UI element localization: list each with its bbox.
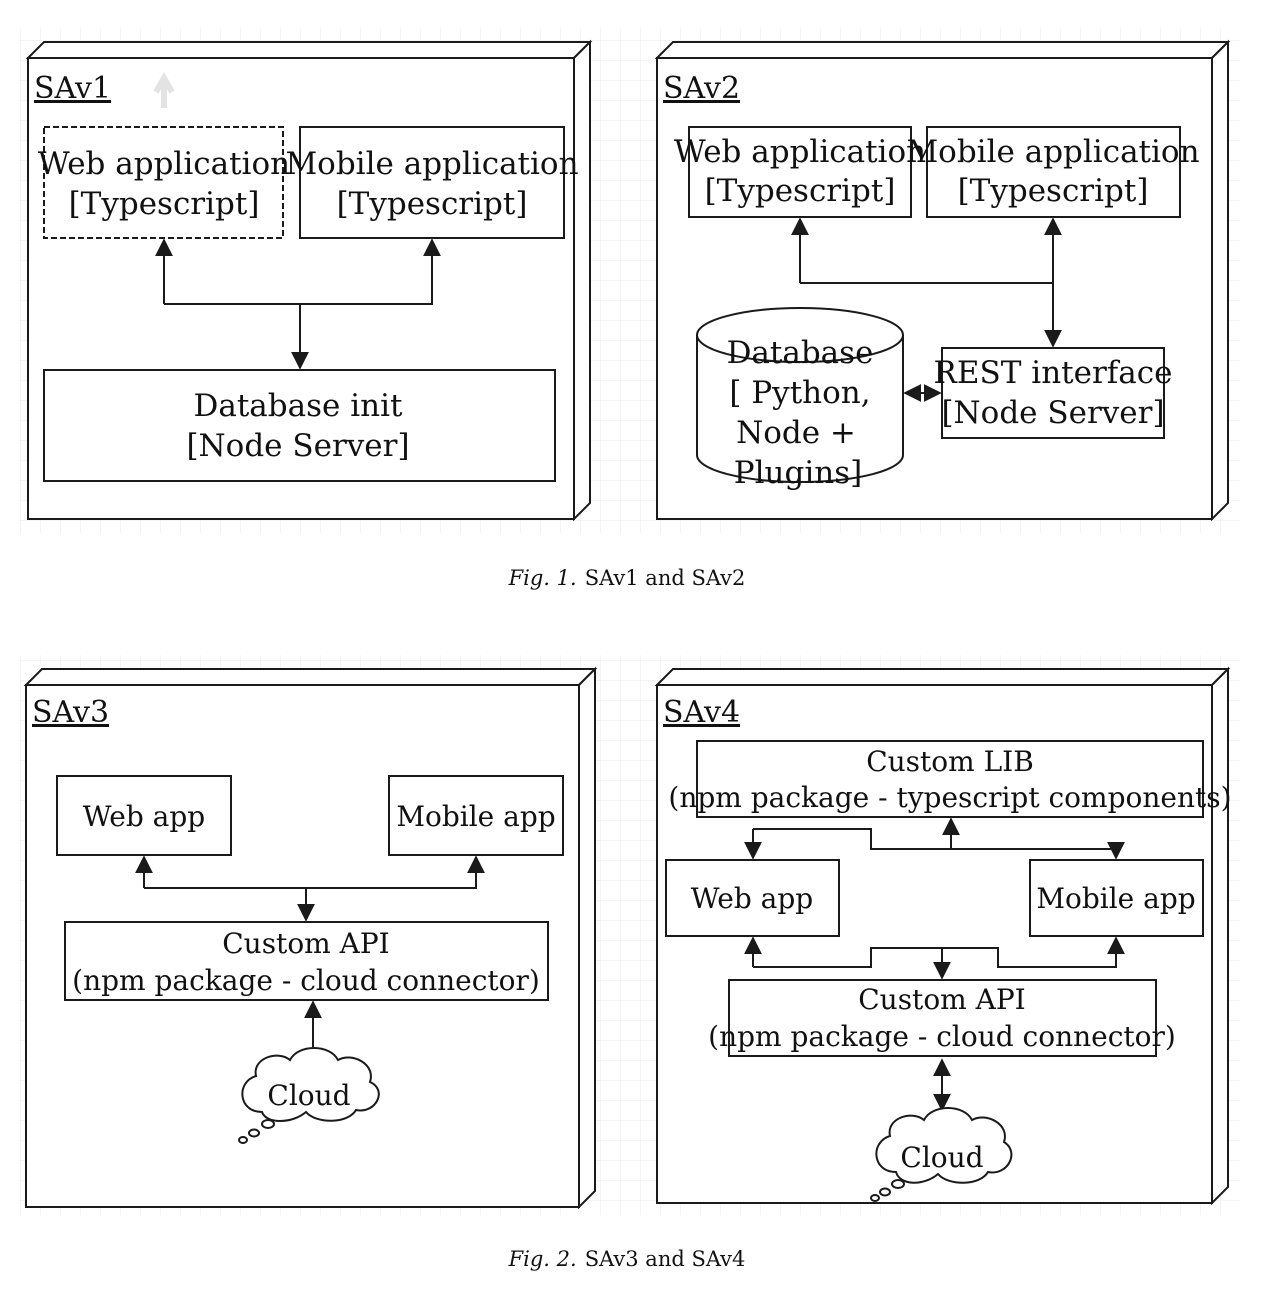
sav2-node-side xyxy=(1211,39,1229,522)
sav2-rest-line1: REST interface xyxy=(934,355,1173,391)
figure1-caption: Fig. 1. SAv1 and SAv2 xyxy=(508,566,746,590)
sav2-database-line2: [ Python, xyxy=(729,375,870,411)
sav1-mobile-line2: [Typescript] xyxy=(337,186,528,222)
sav3-web-label: Web app xyxy=(83,800,205,833)
sav2-node-top xyxy=(654,41,1231,59)
sav1-arrow-to-mobile xyxy=(164,238,441,305)
sav1-web-line2: [Typescript] xyxy=(69,186,260,222)
sav3-title: SAv3 xyxy=(32,695,109,730)
sav2-database-line4: Plugins] xyxy=(734,455,862,491)
sav2-title: SAv2 xyxy=(663,71,740,106)
sav2-rest-interface-box: REST interface [Node Server] xyxy=(934,347,1173,439)
sav2-web-application-box: Web application [Typescript] xyxy=(674,126,926,218)
figure2-caption-prefix: Fig. 2. xyxy=(508,1247,577,1271)
sav4-lib-line2: (npm package - typescript components) xyxy=(668,781,1231,814)
sav4-cloud-label: Cloud xyxy=(900,1141,983,1174)
sav4-arrow-to-mobile-bottom xyxy=(753,936,1125,968)
sav2-database-line3: Node + xyxy=(736,415,856,451)
sav4-web-app-box: Web app xyxy=(665,859,840,937)
sav1-node-top xyxy=(25,41,593,59)
sav1-node-side xyxy=(573,39,591,522)
sav2-web-line1: Web application xyxy=(674,134,926,170)
sav3-node: SAv3 Web app Mobile app Custom API (npm … xyxy=(23,666,598,1210)
sav4-arrow-to-mobile-top xyxy=(753,828,1125,860)
sav2-node: SAv2 Web application [Typescript] Mobile… xyxy=(654,39,1231,522)
sav4-cloud-icon: Cloud xyxy=(870,1107,1013,1202)
sav1-mobile-application-box: Mobile application [Typescript] xyxy=(285,126,579,239)
sav2-database-line1: Database xyxy=(727,335,874,371)
sav1-mobile-line1: Mobile application xyxy=(285,146,578,182)
sav4-api-line2: (npm package - cloud connector) xyxy=(708,1020,1176,1053)
sav4-lib-line1: Custom LIB xyxy=(866,745,1034,778)
sav1-web-application-box: Web application [Typescript] xyxy=(38,126,290,239)
sav2-mobile-line1: Mobile application xyxy=(906,134,1199,170)
sav4-custom-lib-box: Custom LIB (npm package - typescript com… xyxy=(668,740,1232,818)
sav2-web-line2: [Typescript] xyxy=(705,173,896,209)
sav3-api-line1: Custom API xyxy=(222,927,390,960)
sav3-mobile-app-box: Mobile app xyxy=(388,775,564,856)
sav4-web-label: Web app xyxy=(691,882,813,915)
sav4-node: SAv4 Custom LIB (npm package - typescrip… xyxy=(654,666,1232,1206)
sav2-mobile-line2: [Typescript] xyxy=(958,173,1149,209)
sav2-database-cylinder: Database [ Python, Node + Plugins] xyxy=(696,307,904,491)
figure1-caption-prefix: Fig. 1. xyxy=(508,566,577,590)
figure2-caption-text: SAv3 and SAv4 xyxy=(585,1247,746,1271)
sav3-node-top xyxy=(23,668,598,686)
sav3-arrow-to-mobile xyxy=(144,855,485,889)
sav4-mobile-app-box: Mobile app xyxy=(1029,859,1204,937)
sav3-custom-api-box: Custom API (npm package - cloud connecto… xyxy=(64,921,549,1001)
figure2-caption: Fig. 2. SAv3 and SAv4 xyxy=(508,1247,746,1271)
sav3-node-side xyxy=(578,666,596,1210)
sav4-custom-api-box: Custom API (npm package - cloud connecto… xyxy=(708,979,1176,1057)
sav1-database-init-box: Database init [Node Server] xyxy=(43,369,556,482)
sav3-cloud-label: Cloud xyxy=(267,1079,350,1112)
sav4-mobile-label: Mobile app xyxy=(1036,882,1195,915)
sav3-api-line2: (npm package - cloud connector) xyxy=(72,964,540,997)
sav1-database-line2: [Node Server] xyxy=(186,428,409,464)
sav3-mobile-label: Mobile app xyxy=(396,800,555,833)
sav3-web-app-box: Web app xyxy=(56,775,232,856)
figure1-caption-text: SAv1 and SAv2 xyxy=(585,566,746,590)
sav1-title: SAv1 xyxy=(34,71,111,106)
sav4-title: SAv4 xyxy=(663,695,740,730)
faint-arrow-icon xyxy=(153,71,175,108)
sav1-node: SAv1 Web application [Typescript] Mobile… xyxy=(25,39,593,522)
sav3-cloud-icon: Cloud xyxy=(238,1047,380,1144)
sav4-node-side xyxy=(1211,666,1229,1206)
sav1-web-line1: Web application xyxy=(38,146,290,182)
sav4-node-top xyxy=(654,668,1231,686)
sav1-database-line1: Database init xyxy=(194,388,404,424)
sav2-rest-line2: [Node Server] xyxy=(941,395,1164,431)
sav4-api-line1: Custom API xyxy=(858,983,1026,1016)
sav2-mobile-application-box: Mobile application [Typescript] xyxy=(906,126,1200,218)
